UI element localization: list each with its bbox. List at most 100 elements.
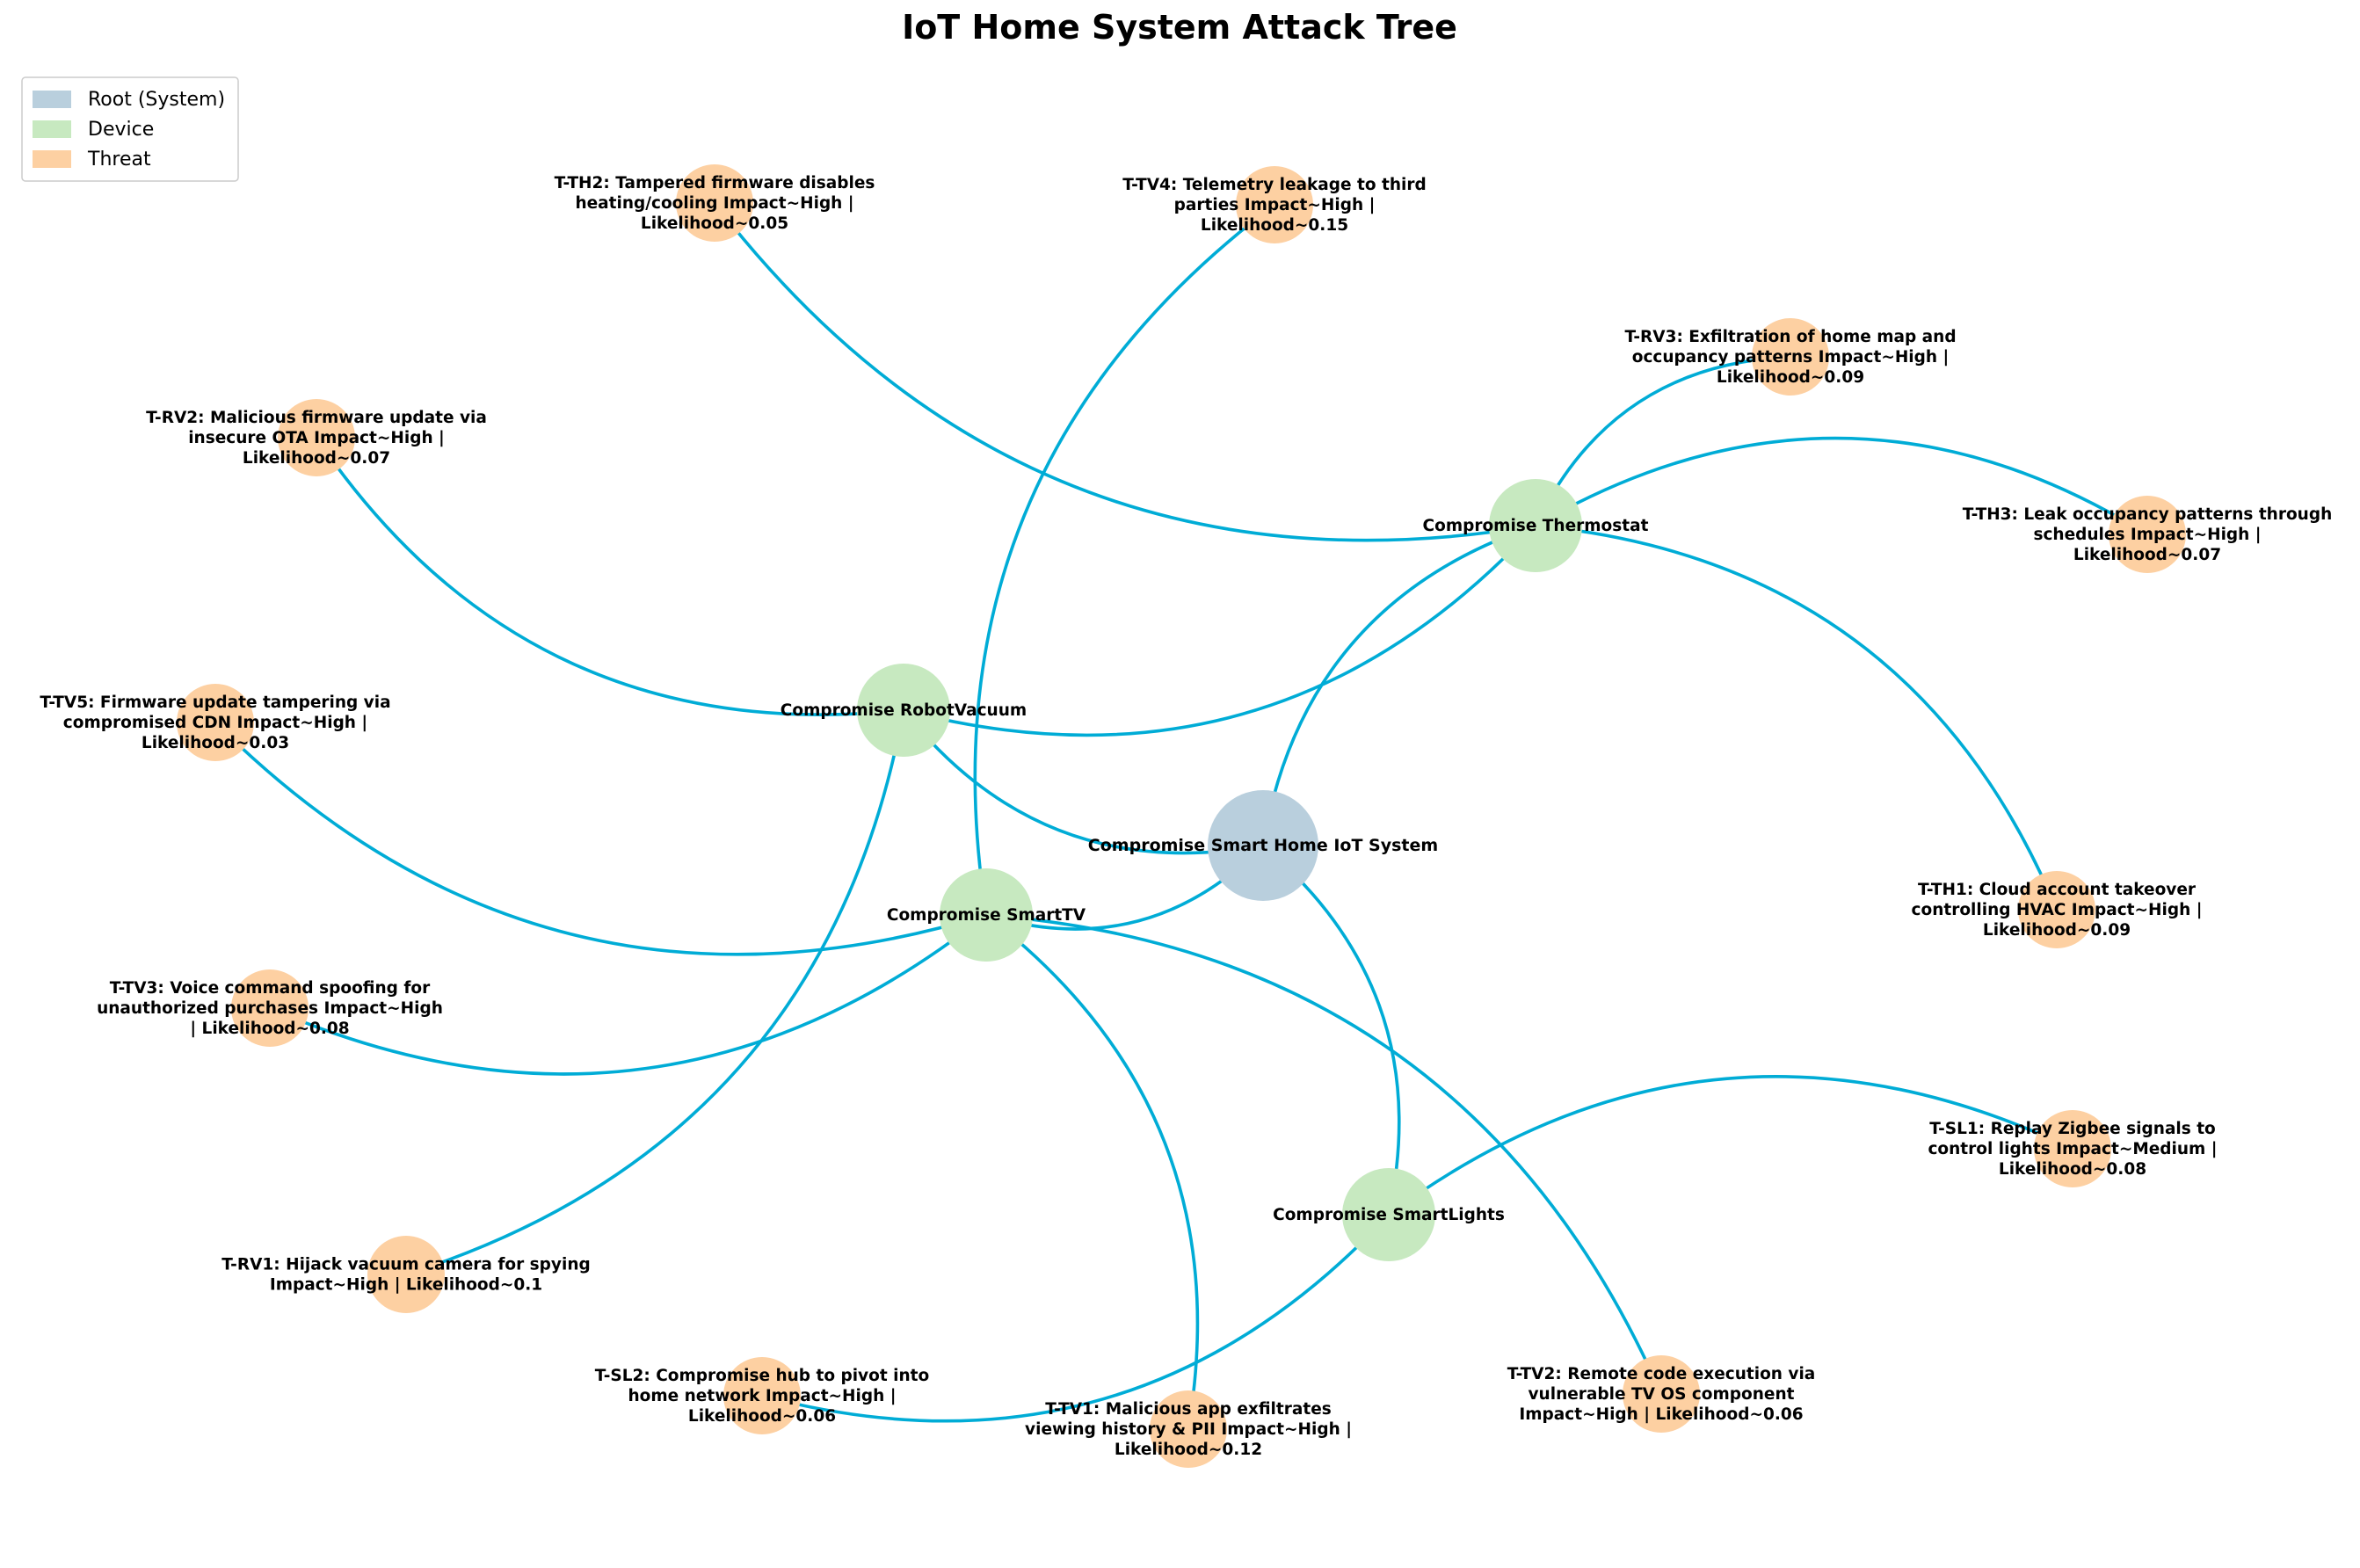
node-t-th1 (2018, 871, 2095, 948)
node-label-line: T-TV5: Firmware update tampering via (40, 693, 390, 712)
node-label-line: T-RV2: Malicious firmware update via (146, 409, 487, 427)
node-label-line: Likelihood~0.05 (641, 214, 788, 233)
node-label-line: T-TH2: Tampered firmware disables (555, 174, 875, 192)
node-label-line: vulnerable TV OS component (1529, 1385, 1795, 1404)
edge-smartlights-to-t-sl2 (761, 1213, 1391, 1423)
node-t-tv2 (1623, 1355, 1700, 1433)
node-label-line: Compromise SmartLights (1273, 1206, 1505, 1224)
node-t-sl2 (723, 1357, 801, 1434)
node-robotvacuum (857, 664, 950, 757)
labels-layer: Compromise Smart Home IoT SystemCompromi… (40, 174, 2332, 1459)
node-label-line: insecure OTA Impact~High | (188, 429, 445, 447)
node-t-tv5 (177, 684, 254, 761)
node-label-line: Likelihood~0.08 (1999, 1160, 2146, 1179)
node-t-th2 (676, 164, 753, 242)
node-label-line: viewing history & PII Impact~High | (1025, 1420, 1352, 1439)
node-label-line: Likelihood~0.07 (243, 449, 390, 468)
node-label-line: T-TV1: Malicious app exfiltrates (1045, 1400, 1332, 1419)
nodes-layer (177, 164, 2186, 1468)
node-t-tv3 (231, 969, 309, 1047)
node-label-t-tv5: T-TV5: Firmware update tampering via comp… (40, 693, 390, 752)
node-label-line: heating/cooling Impact~High | (575, 194, 853, 213)
node-label-line: compromised CDN Impact~High | (63, 714, 367, 732)
node-label-smartlights: Compromise SmartLights (1273, 1206, 1505, 1224)
edge-smarttv-to-t-tv3 (269, 913, 988, 1076)
node-label-line: Likelihood~0.15 (1201, 216, 1348, 235)
node-label-line: Compromise SmartTV (887, 906, 1086, 925)
edge-smarttv-to-t-tv1 (984, 913, 1200, 1430)
legend-frame (21, 76, 239, 182)
node-label-smarttv: Compromise SmartTV (887, 906, 1086, 925)
node-label-line: occupancy patterns Impact~High | (1632, 348, 1950, 367)
node-label-root: Compromise Smart Home IoT System (1088, 836, 1438, 855)
node-t-rv2 (278, 399, 355, 476)
node-label-t-rv2: T-RV2: Malicious firmware update via inse… (146, 409, 487, 468)
edge-smarttv-to-t-tv4 (973, 203, 1276, 916)
node-label-line: parties Impact~High | (1174, 196, 1376, 214)
node-label-line: Likelihood~0.06 (688, 1407, 836, 1426)
edge-thermostat-to-robotvacuum (903, 524, 1537, 737)
edge-smarttv-to-t-tv5 (214, 721, 987, 956)
node-label-t-th3: T-TH3: Leak occupancy patterns through sc… (1963, 505, 2333, 564)
node-label-line: | Likelihood~0.08 (190, 1020, 349, 1038)
node-label-line: Likelihood~0.09 (1983, 921, 2131, 940)
node-label-line: Impact~High | Likelihood~0.1 (270, 1276, 542, 1295)
node-label-line: schedules Impact~High | (2033, 526, 2261, 544)
node-label-thermostat: Compromise Thermostat (1423, 517, 1649, 535)
node-t-th3 (2109, 496, 2186, 573)
legend-label-root: Root (System) (88, 89, 225, 111)
node-label-line: Likelihood~0.09 (1717, 368, 1864, 387)
legend-swatch-threat (33, 150, 71, 168)
legend-swatch-root (33, 91, 71, 108)
edge-thermostat-to-t-th1 (1535, 524, 2059, 911)
node-label-line: unauthorized purchases Impact~High (97, 999, 443, 1018)
node-label-line: T-SL1: Replay Zigbee signals to (1929, 1120, 2216, 1138)
edge-robotvacuum-to-t-rv1 (405, 709, 905, 1276)
node-label-line: Impact~High | Likelihood~0.06 (1519, 1405, 1803, 1424)
node-label-line: T-TH3: Leak occupancy patterns through (1963, 505, 2333, 524)
node-label-line: T-RV1: Hijack vacuum camera for spying (221, 1256, 591, 1274)
node-label-line: control lights Impact~Medium | (1928, 1140, 2217, 1158)
node-label-line: Likelihood~0.07 (2073, 546, 2221, 564)
node-label-t-th2: T-TH2: Tampered firmware disables heating… (555, 174, 875, 233)
edge-root-to-robotvacuum (902, 708, 1264, 855)
node-label-line: home network Impact~High | (628, 1387, 896, 1405)
node-label-line: Compromise RobotVacuum (781, 701, 1027, 720)
node-label-line: Likelihood~0.03 (142, 734, 289, 752)
node-t-rv3 (1752, 318, 1829, 396)
node-smarttv (940, 868, 1033, 962)
edges-layer (214, 201, 2148, 1430)
edge-robotvacuum-to-t-rv2 (315, 436, 904, 716)
edge-root-to-smartlights (1261, 844, 1401, 1216)
node-label-robotvacuum: Compromise RobotVacuum (781, 701, 1027, 720)
node-label-t-sl1: T-SL1: Replay Zigbee signals to control l… (1928, 1120, 2217, 1179)
node-label-line: Compromise Smart Home IoT System (1088, 836, 1438, 855)
node-label-line: Likelihood~0.12 (1115, 1441, 1262, 1459)
node-thermostat (1489, 479, 1582, 572)
node-t-tv4 (1236, 166, 1313, 243)
edge-root-to-thermostat (1261, 524, 1536, 846)
legend-label-threat: Threat (87, 149, 151, 171)
node-smartlights (1342, 1168, 1435, 1261)
node-label-line: Compromise Thermostat (1423, 517, 1649, 535)
legend-label-device: Device (88, 119, 154, 141)
node-root (1208, 790, 1318, 901)
edge-smarttv-to-t-tv2 (985, 913, 1663, 1395)
edge-smartlights-to-t-sl1 (1387, 1075, 2073, 1216)
legend-swatch-device (33, 120, 71, 138)
node-t-tv1 (1150, 1390, 1227, 1468)
node-t-rv1 (367, 1236, 445, 1313)
node-label-line: T-TH1: Cloud account takeover (1918, 881, 2197, 899)
edge-thermostat-to-t-th3 (1535, 436, 2148, 536)
edge-thermostat-to-t-th2 (713, 201, 1536, 542)
